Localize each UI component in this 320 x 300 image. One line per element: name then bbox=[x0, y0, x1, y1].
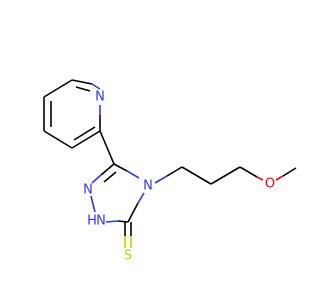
bond-pyr-c5-c6-double bbox=[73, 126, 96, 141]
bond-tri-c5-n1-double bbox=[103, 171, 117, 183]
atom-thione-s: S bbox=[124, 249, 132, 264]
bond-tri-n1-n2 bbox=[90, 195, 96, 213]
atom-triazole-nh: N bbox=[96, 214, 106, 229]
bond-ch2-ch2b bbox=[210, 166, 241, 185]
bond-tri-c3-n4-blue bbox=[137, 192, 145, 204]
bond-pyr-triazole-link bbox=[99, 130, 115, 165]
bond-tri-n4-c5-blue bbox=[126, 170, 140, 179]
bond-o-ch3-black bbox=[282, 167, 297, 177]
bond-tri-c5-n1 bbox=[100, 163, 115, 176]
bond-pyr-n-c2 bbox=[71, 79, 93, 85]
atom-pyridine-n: N bbox=[95, 90, 105, 105]
bond-pyr-c4-c5 bbox=[43, 130, 73, 149]
bond-tri-n2-c3 bbox=[117, 220, 129, 223]
atom-triazole-n1: N bbox=[83, 183, 93, 198]
bond-ch2-ch2 bbox=[181, 166, 212, 185]
bond-pyr-n-c2-double bbox=[75, 86, 91, 92]
bond-ch2-o-black bbox=[239, 166, 258, 178]
triazole-ring bbox=[90, 163, 145, 223]
bond-pyr-c2-c3 bbox=[43, 79, 73, 98]
bond-pyr-c5-c6 bbox=[71, 130, 101, 149]
pyridine-ring bbox=[43, 79, 115, 165]
bond-pyr-n-c2-blue bbox=[91, 83, 101, 90]
bond-tri-c3-n4 bbox=[127, 202, 139, 223]
thione-group bbox=[124, 222, 132, 248]
bond-n4-ch2-blue bbox=[154, 175, 168, 184]
molecule-structure: N N N N H S O bbox=[43, 79, 297, 264]
bond-n4-ch2 bbox=[166, 166, 183, 177]
methoxypropyl-chain bbox=[154, 166, 297, 185]
bond-ch2-o-red bbox=[256, 176, 264, 181]
bond-o-ch3-red bbox=[275, 175, 284, 181]
atom-ether-o: O bbox=[265, 177, 275, 192]
bond-tri-n2-c3-blue bbox=[105, 220, 119, 223]
atom-triazole-h: H bbox=[87, 214, 97, 229]
atom-triazole-n4: N bbox=[143, 179, 153, 194]
bond-tri-c5-n1-blue bbox=[91, 174, 102, 184]
bond-tri-n4-c5 bbox=[113, 163, 128, 172]
